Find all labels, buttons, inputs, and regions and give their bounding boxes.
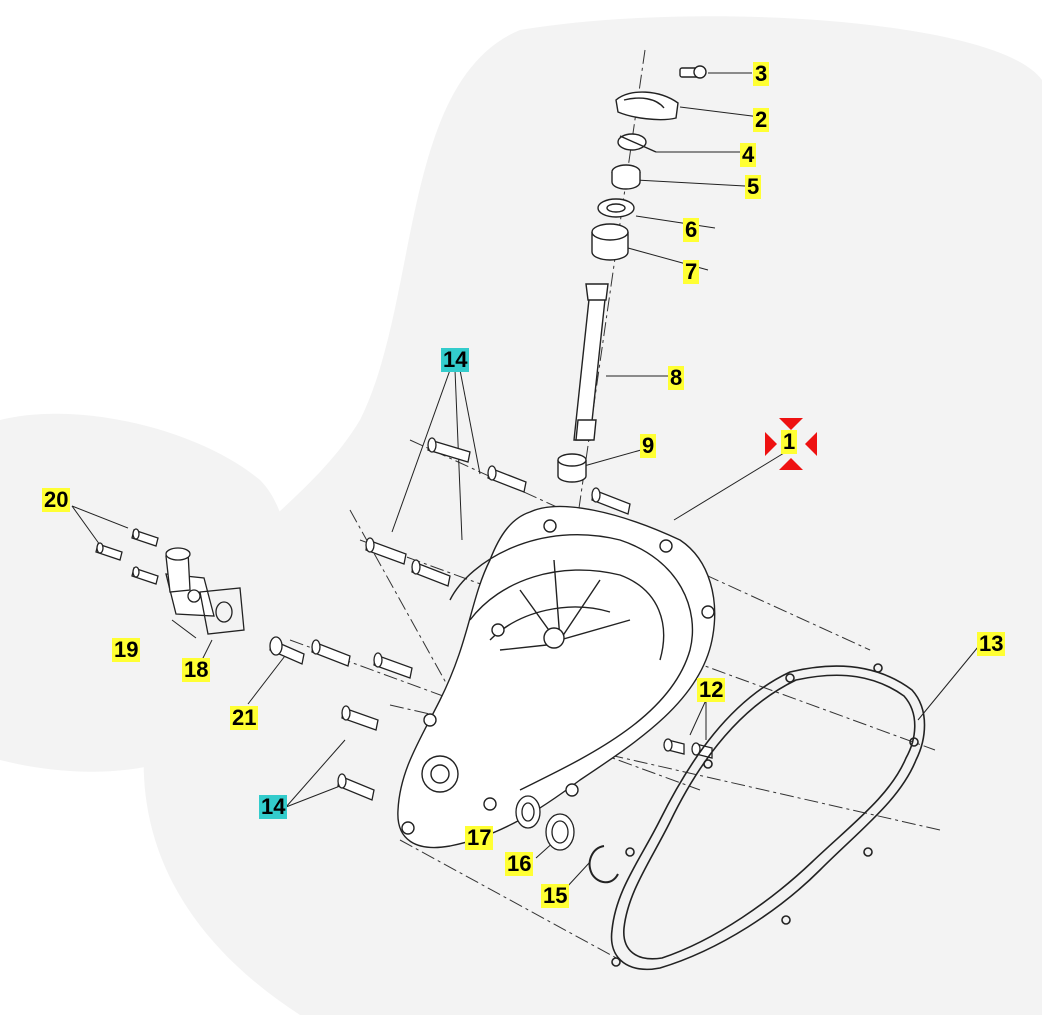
callout-9[interactable]: 9 [640, 433, 657, 458]
callout-1[interactable]: 1 [781, 429, 798, 454]
shaft-assembly [557, 65, 707, 483]
callout-15[interactable]: 15 [541, 883, 570, 908]
callout-8[interactable]: 8 [668, 365, 685, 390]
callout-5[interactable]: 5 [745, 174, 762, 199]
four-arrows-move-icon[interactable] [765, 418, 817, 470]
callout-6[interactable]: 6 [683, 217, 700, 242]
callout-2[interactable]: 2 [753, 107, 770, 132]
cover-gasket [610, 663, 926, 971]
callout-18[interactable]: 18 [182, 657, 211, 682]
callout-21[interactable]: 21 [230, 705, 259, 730]
clutch-cover [397, 505, 716, 849]
callout-13[interactable]: 13 [977, 631, 1006, 656]
callout-12[interactable]: 12 [697, 677, 726, 702]
callout-3[interactable]: 3 [753, 61, 770, 86]
callout-16[interactable]: 16 [505, 851, 534, 876]
callout-20[interactable]: 20 [42, 487, 71, 512]
callout-14a[interactable]: 14 [441, 347, 470, 372]
callout-14b[interactable]: 14 [259, 794, 288, 819]
callout-7[interactable]: 7 [683, 259, 700, 284]
callout-4[interactable]: 4 [740, 142, 757, 167]
thermostat-housing [165, 547, 245, 635]
dowel-pins [663, 738, 713, 759]
bolts [95, 437, 631, 801]
callout-19[interactable]: 19 [112, 637, 141, 662]
callout-17[interactable]: 17 [465, 825, 494, 850]
seals [515, 795, 619, 884]
